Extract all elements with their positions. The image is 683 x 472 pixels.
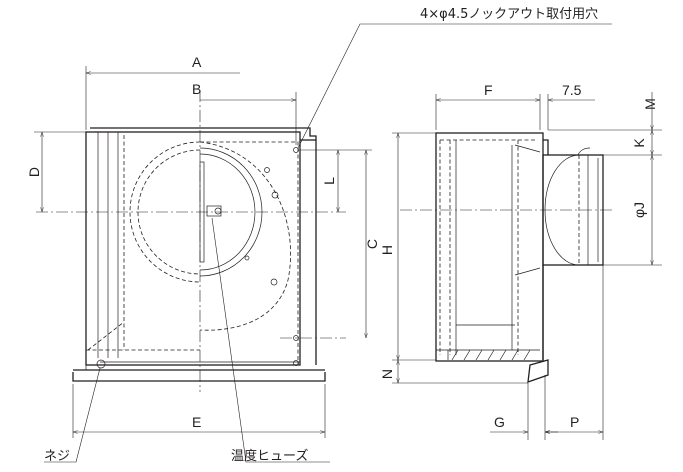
front-view: A B D L C E ネジ 温度ヒューズ [26, 54, 380, 464]
dim-g-label: G [494, 414, 505, 430]
screw-icon [96, 359, 106, 369]
dim-p-label: P [570, 414, 579, 430]
side-view: F 7.5 M K φJ H N G P [379, 82, 662, 440]
dim-b-label: B [192, 81, 201, 97]
dim-m-label: M [642, 98, 658, 110]
dim-a-label: A [192, 54, 202, 70]
dim-n-label: N [379, 369, 395, 379]
thermal-fuse-label: 温度ヒューズ [231, 448, 308, 464]
dim-e-label: E [192, 414, 201, 430]
dim-l-label: L [321, 177, 337, 185]
knockout-hole-note: 4×φ4.5ノックアウト取付用穴 [297, 7, 612, 149]
screw-label: ネジ [44, 449, 70, 464]
dim-d-label: D [26, 167, 42, 177]
dim-f-label: F [484, 82, 493, 98]
dim-j-label: φJ [631, 202, 647, 218]
knockout-hole-label: 4×φ4.5ノックアウト取付用穴 [420, 7, 598, 22]
dim-k-label: K [631, 138, 647, 148]
dim-h-label: H [379, 245, 395, 255]
dim-7-5-label: 7.5 [562, 82, 582, 98]
dim-c-label: C [364, 239, 380, 249]
